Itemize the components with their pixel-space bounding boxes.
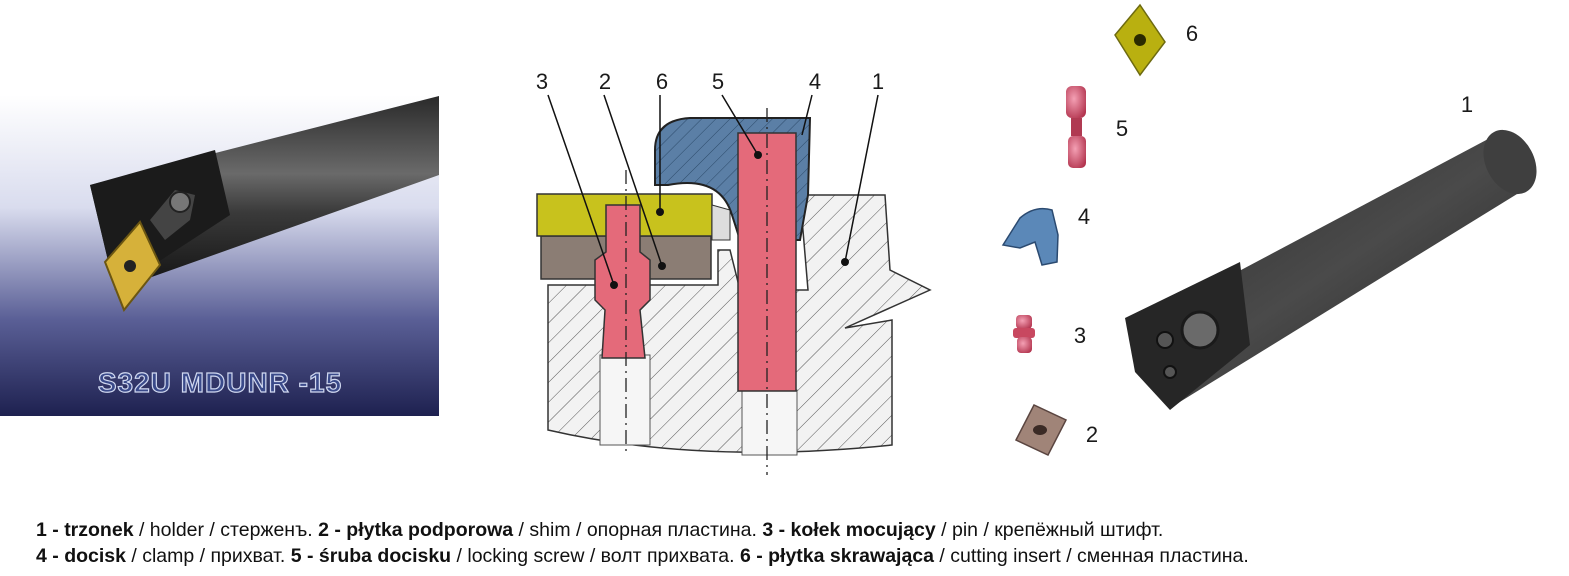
legend-term-pl: docisk <box>64 545 126 567</box>
holder-part <box>1125 129 1537 410</box>
part-callout-4: 4 <box>1078 204 1090 229</box>
screw-part <box>1066 86 1086 168</box>
legend-translation: / pin / крепёжный штифт. <box>935 519 1164 541</box>
legend-term-pl: kołek mocujący <box>790 519 936 541</box>
legend-num: 6 - <box>739 545 769 567</box>
legend-term-pl: płytka skrawająca <box>768 545 934 567</box>
callout-3: 3 <box>536 69 548 94</box>
legend-num: 4 - <box>36 545 65 567</box>
legend-line-2: 4 - docisk / clamp / прихват. 5 - śruba … <box>36 543 1566 569</box>
legend-translation: / clamp / прихват. <box>125 545 291 567</box>
part-callout-1: 1 <box>1461 92 1473 117</box>
legend-translation: / holder / стерженъ. <box>133 519 319 541</box>
cross-section: 3 2 6 5 4 1 <box>536 69 932 475</box>
legend-num: 5 - <box>290 545 319 567</box>
tool-photo: S32U MDUNR -15 <box>0 95 439 416</box>
callout-2: 2 <box>599 69 611 94</box>
legend-translation: / cutting insert / сменная пластина. <box>934 545 1249 567</box>
legend-term-pl: płytka podporowa <box>346 519 514 541</box>
legend-translation: / shim / опорная пластина. <box>513 519 763 541</box>
part-callout-2: 2 <box>1086 422 1098 447</box>
legend-num: 2 - <box>318 519 347 541</box>
legend-num: 1 - <box>36 519 65 541</box>
part-callout-3: 3 <box>1074 323 1086 348</box>
callout-5: 5 <box>712 69 724 94</box>
leader-lines <box>547 94 879 286</box>
callout-4: 4 <box>809 69 821 94</box>
legend-term-pl: śruba docisku <box>318 545 452 567</box>
pin-part <box>1013 315 1035 353</box>
callout-1: 1 <box>872 69 884 94</box>
legend-line-1: 1 - trzonek / holder / стерженъ. 2 - pły… <box>36 517 1566 543</box>
pin-section <box>594 204 651 359</box>
callout-6: 6 <box>656 69 668 94</box>
legend-num: 3 - <box>762 519 791 541</box>
legend: 1 - trzonek / holder / стерженъ. 2 - pły… <box>36 517 1566 569</box>
exploded-view: 6 5 4 3 2 1 <box>1001 3 1537 456</box>
part-callout-6: 6 <box>1186 21 1198 46</box>
legend-term-pl: trzonek <box>64 519 134 541</box>
clamp-part <box>1001 207 1059 266</box>
part-callout-5: 5 <box>1116 116 1128 141</box>
legend-translation: / locking screw / волт прихвата. <box>451 545 740 567</box>
photo-label: S32U MDUNR -15 <box>98 367 342 398</box>
